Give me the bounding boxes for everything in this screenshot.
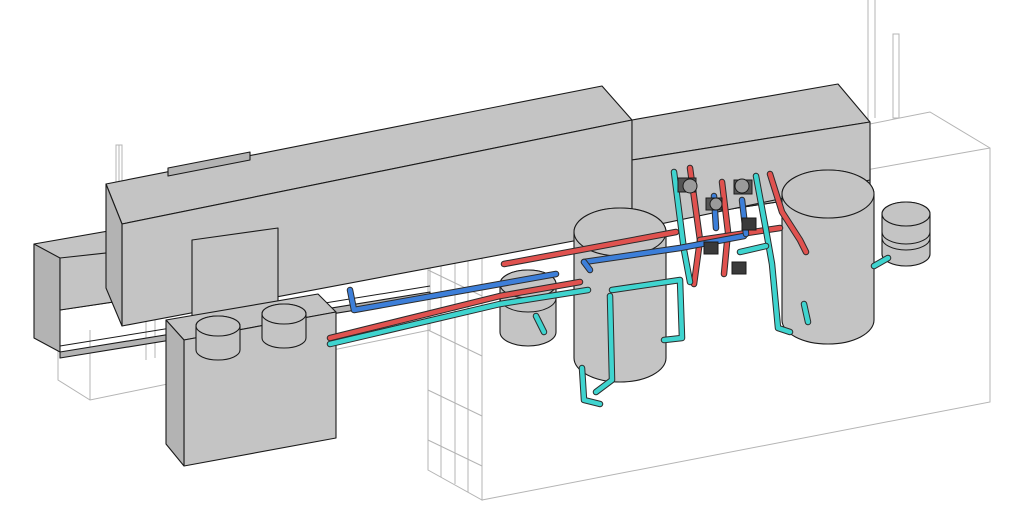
fan-icon	[261, 303, 307, 349]
exhaust-stack-right	[867, 0, 900, 120]
radiator-unit	[165, 293, 337, 467]
pump-icon	[677, 177, 698, 194]
valve-icon	[731, 261, 747, 275]
louvre-panel	[427, 215, 483, 501]
tank-small-right	[881, 201, 931, 267]
pump-icon	[705, 197, 723, 211]
fan-icon	[195, 315, 241, 361]
pump-icon	[733, 178, 753, 195]
piping-network	[326, 164, 892, 408]
valve-icon	[703, 241, 719, 255]
valve-icon	[741, 217, 757, 231]
engine-housing	[33, 83, 871, 359]
tank-large-right	[781, 169, 875, 345]
exhaust-stack-left	[115, 144, 123, 186]
